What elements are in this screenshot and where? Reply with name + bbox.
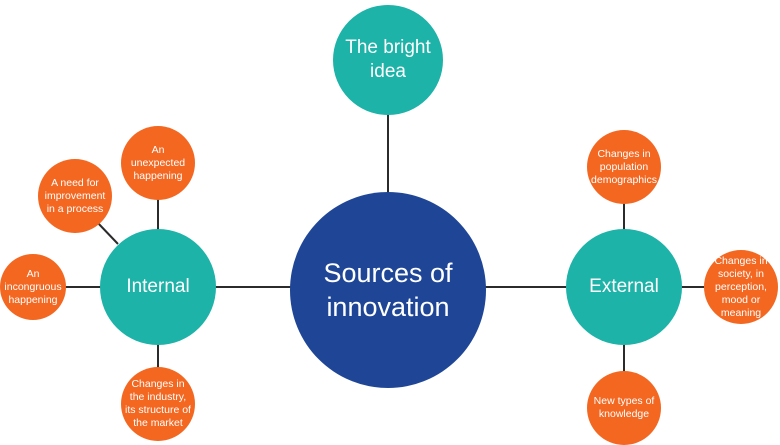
source-label-society: Changes in society, in perception, mood … <box>714 254 768 319</box>
connector-internal-to-improvement <box>96 221 119 245</box>
source-node-demographics <box>587 130 661 204</box>
source-node-industry <box>121 367 195 441</box>
top-label: The bright idea <box>345 37 431 82</box>
source-node-incongruous <box>0 254 66 320</box>
external-label: External <box>589 276 659 297</box>
source-label-improvement: A need for improvement in a process <box>44 176 106 215</box>
source-node-knowledge <box>587 371 661 445</box>
source-node-unexpected <box>121 126 195 200</box>
center-node <box>290 192 486 388</box>
source-node-improvement <box>38 159 112 233</box>
external-node <box>566 229 682 345</box>
internal-label: Internal <box>126 276 190 297</box>
top-node <box>333 5 443 115</box>
source-label-knowledge: New types of knowledge <box>593 395 655 420</box>
source-label-unexpected: An unexpected happening <box>130 143 186 182</box>
source-label-incongruous: An incongruous happening <box>4 267 62 306</box>
source-node-society <box>704 250 778 324</box>
source-label-industry: Changes in the industry, its structure o… <box>125 378 191 429</box>
center-label: Sources of innovation <box>323 258 453 322</box>
source-label-demographics: Changes in population demographics <box>591 147 657 186</box>
internal-node <box>100 229 216 345</box>
